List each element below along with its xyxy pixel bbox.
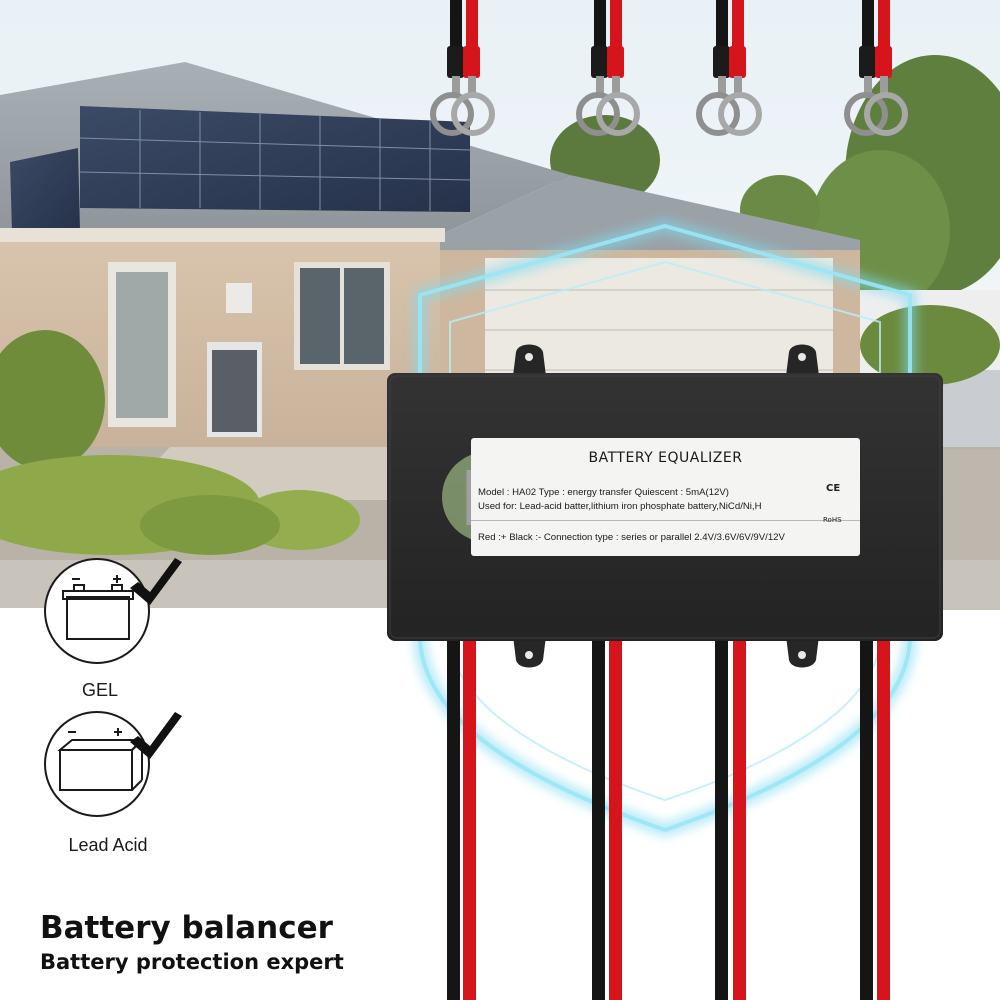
gel-label: GEL bbox=[81, 680, 119, 700]
headline: Battery balancer bbox=[40, 910, 333, 946]
label-used-for-line: Used for: Lead-acid batter,lithium iron … bbox=[478, 501, 762, 512]
top-wire-set-3 bbox=[696, 0, 762, 136]
checkmark-icon bbox=[130, 558, 182, 605]
top-wire-set-2 bbox=[576, 0, 640, 136]
lead-acid-battery-icon bbox=[44, 711, 150, 817]
label-connection-line: Red :+ Black :- Connection type : series… bbox=[478, 532, 785, 543]
product-label: BATTERY EQUALIZER Model : HA02 Type : en… bbox=[471, 438, 860, 556]
label-divider bbox=[471, 520, 860, 521]
top-wire-set-4 bbox=[844, 0, 908, 136]
label-model-line: Model : HA02 Type : energy transfer Quie… bbox=[478, 487, 729, 498]
label-title: BATTERY EQUALIZER bbox=[588, 450, 743, 466]
top-wire-set-1 bbox=[430, 0, 495, 136]
rohs-mark: RoHS bbox=[823, 516, 842, 524]
subheadline: Battery protection expert bbox=[40, 950, 344, 974]
bottom-wires bbox=[447, 630, 890, 1000]
ce-mark: CE bbox=[826, 483, 841, 494]
checkmark-icon bbox=[130, 712, 182, 759]
solar-panels bbox=[10, 106, 471, 232]
lead-acid-label: Lead Acid bbox=[68, 835, 148, 855]
gel-battery-icon bbox=[44, 558, 150, 664]
